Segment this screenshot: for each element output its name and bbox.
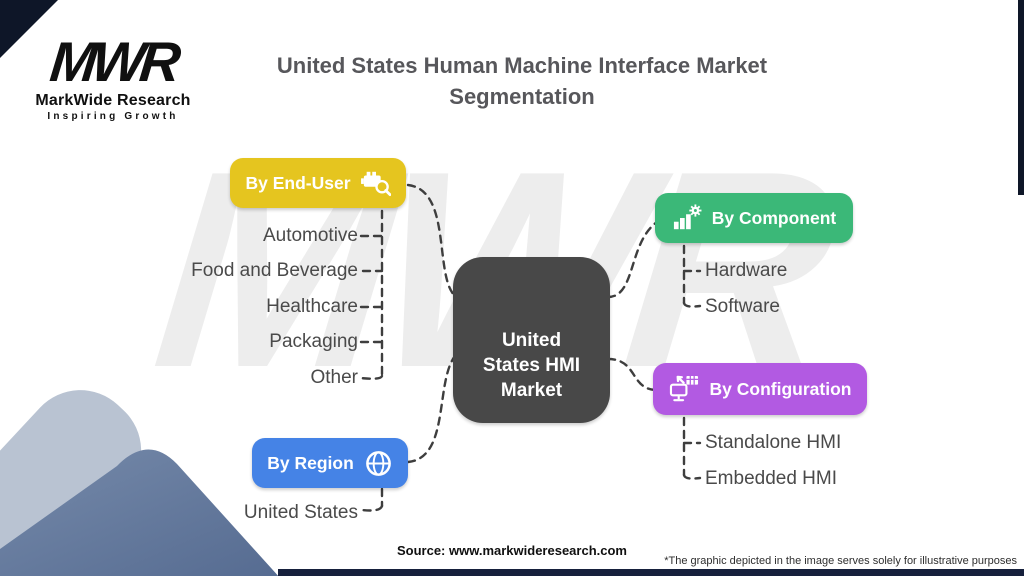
branch-node-by-configuration: By Configuration bbox=[653, 363, 867, 415]
branch-label: By Component bbox=[711, 207, 837, 228]
bar-chart-gear-icon bbox=[672, 204, 702, 232]
logo-tagline: Inspiring Growth bbox=[47, 111, 179, 122]
segment-item-healthcare: Healthcare bbox=[266, 296, 358, 317]
branch-node-by-end-user: By End-User bbox=[230, 158, 406, 208]
logo-acronym: MWR bbox=[47, 30, 179, 93]
page-title: United States Human Machine Interface Ma… bbox=[276, 53, 768, 110]
segment-item-embedded-hmi: Embedded HMI bbox=[705, 468, 838, 489]
disclaimer-text: *The graphic depicted in the image serve… bbox=[664, 555, 1017, 567]
segment-item-standalone-hmi: Standalone HMI bbox=[705, 432, 842, 453]
central-node-line: States HMI bbox=[482, 354, 581, 376]
central-node: United States HMI Market bbox=[453, 257, 610, 423]
segment-item-hardware: Hardware bbox=[705, 260, 788, 281]
branch-node-by-region: By Region bbox=[252, 438, 408, 488]
edge-accent-right bbox=[1018, 0, 1024, 195]
segment-item-automotive: Automotive bbox=[262, 225, 358, 246]
source-text: Source: www.markwideresearch.com bbox=[396, 543, 627, 558]
logo-name: MarkWide Research bbox=[35, 92, 191, 109]
engine-search-icon bbox=[360, 169, 391, 197]
logo: MWR MarkWide Research Inspiring Growth bbox=[28, 30, 198, 122]
corner-accent-top-left bbox=[0, 0, 58, 58]
branch-label: By Configuration bbox=[709, 378, 852, 399]
branch-node-by-component: By Component bbox=[655, 193, 853, 243]
monitor-settings-icon bbox=[669, 375, 700, 404]
segment-item-software: Software bbox=[705, 296, 780, 317]
central-node-line: Market bbox=[500, 379, 563, 401]
segment-item-packaging: Packaging bbox=[269, 331, 358, 352]
branch-label: By Region bbox=[267, 452, 354, 473]
segment-item-united-states: United States bbox=[243, 502, 358, 523]
segment-item-other: Other bbox=[310, 367, 358, 388]
segment-item-food-and-beverage: Food and Beverage bbox=[191, 260, 358, 281]
bottom-accent-bar bbox=[278, 569, 1024, 576]
branch-label: By End-User bbox=[245, 172, 351, 193]
central-node-line: United bbox=[501, 329, 562, 351]
globe-icon bbox=[364, 449, 393, 478]
